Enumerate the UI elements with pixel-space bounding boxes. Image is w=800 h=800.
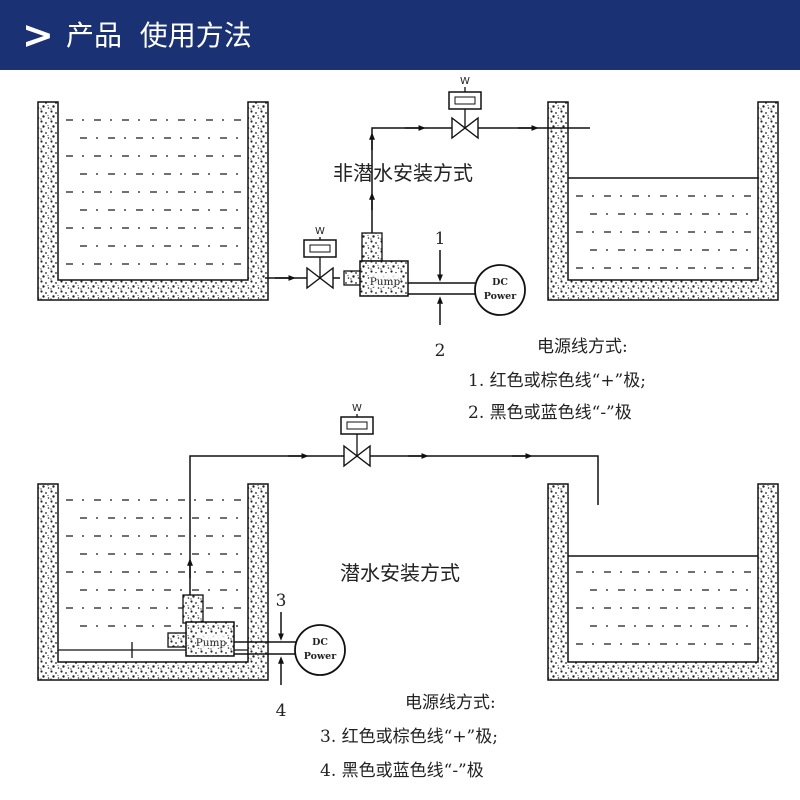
solenoid-valve-bottom: W (340, 403, 374, 468)
note-negative: 4. 黑色或蓝色线“-”极 (320, 761, 484, 781)
notes-title: 电源线方式: (405, 693, 496, 713)
note-negative: 2. 黑色或蓝色线“-”极 (468, 403, 632, 423)
valve-label: W (352, 403, 362, 414)
note-positive: 3. 红色或棕色线“+”极; (320, 727, 498, 747)
bottom-left-tank (37, 483, 269, 681)
wire-number: 1 (435, 229, 446, 249)
chevron-right-icon: > (22, 13, 54, 57)
pump-label: Pump (370, 276, 401, 288)
water-lines (576, 571, 751, 645)
power-label: DC (312, 637, 328, 648)
diagram-caption: 非潜水安装方式 (333, 161, 473, 185)
power-cable (408, 250, 475, 325)
power-label: Power (304, 651, 337, 662)
wire-number: 3 (276, 591, 287, 611)
solenoid-valve-left: W (303, 226, 337, 290)
solenoid-valve-top: W (448, 76, 482, 140)
wire-number: 2 (435, 341, 446, 361)
water-lines (66, 119, 241, 265)
bottom-diagram: W Pump 3 4 DC Power 潜水安 (37, 403, 779, 781)
bottom-right-tank (547, 483, 779, 681)
power-cable (234, 612, 296, 685)
notes-title: 电源线方式: (537, 337, 628, 357)
diagram-caption: 潜水安装方式 (340, 561, 460, 585)
bottom-piping (189, 455, 599, 595)
top-left-tank (37, 101, 269, 301)
power-label: DC (492, 277, 508, 288)
valve-label: W (315, 226, 325, 237)
installation-diagram: W W Pump (37, 76, 779, 781)
header-bar: > 产品 使用方法 (0, 0, 800, 70)
page-title: 产品 使用方法 (66, 19, 252, 52)
top-diagram: W W Pump (37, 76, 779, 423)
bottom-flow-arrows (187, 453, 533, 578)
top-flow-arrows (275, 125, 539, 281)
pump-label: Pump (196, 637, 227, 649)
dc-power-source: DC Power (474, 264, 526, 316)
top-right-tank (547, 101, 779, 301)
valve-label: W (460, 76, 470, 87)
pump: Pump (167, 594, 235, 657)
note-positive: 1. 红色或棕色线“+”极; (468, 371, 646, 391)
power-label: Power (484, 291, 517, 302)
pump: Pump (343, 232, 409, 297)
water-lines (576, 195, 751, 269)
water-lines (66, 499, 241, 627)
dc-power-source: DC Power (294, 624, 346, 676)
wire-number: 4 (276, 701, 287, 721)
